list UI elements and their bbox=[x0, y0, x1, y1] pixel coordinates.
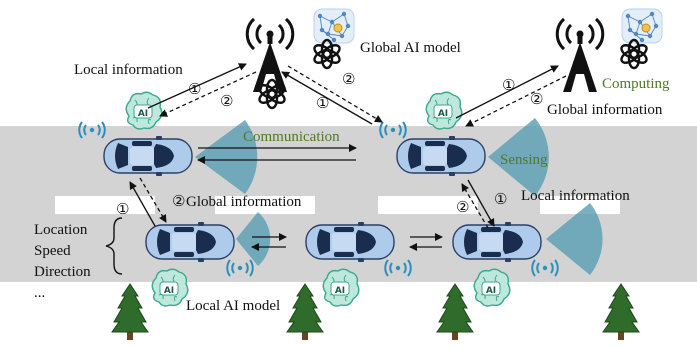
ai-badge: AI bbox=[486, 286, 496, 296]
ai-badge: AI bbox=[164, 286, 174, 296]
labels: Global AI model Local information Commun… bbox=[34, 40, 670, 314]
step-two-marker: ② bbox=[342, 70, 355, 88]
car-icon bbox=[305, 221, 395, 263]
attribute-speed: Speed bbox=[34, 243, 71, 259]
cell-tower-icon bbox=[555, 17, 605, 94]
global-information-label: Global information bbox=[186, 194, 302, 210]
step-one-marker: ① bbox=[502, 76, 515, 94]
pine-tree-icon bbox=[286, 283, 324, 341]
car-icon bbox=[145, 221, 235, 263]
neural-network-icon bbox=[313, 8, 355, 44]
pine-tree-icon bbox=[111, 283, 149, 341]
attribute-location: Location bbox=[34, 222, 88, 238]
lane-markings bbox=[55, 196, 620, 214]
step-two-marker: ② bbox=[530, 90, 543, 108]
communication-arrows bbox=[197, 144, 443, 251]
sensing-label: Sensing bbox=[500, 152, 548, 168]
openai-knot-icon bbox=[311, 38, 343, 70]
communication-label: Communication bbox=[243, 129, 340, 145]
uplink-arrows bbox=[147, 63, 567, 127]
pine-tree-icon bbox=[602, 283, 640, 341]
car-icon bbox=[103, 135, 193, 177]
v2v-vertical-arrows bbox=[129, 177, 495, 229]
step-two-marker: ② bbox=[220, 92, 233, 110]
global-information-label: Global information bbox=[547, 102, 663, 118]
car-icon bbox=[452, 221, 542, 263]
step-one-marker: ① bbox=[188, 80, 201, 98]
global-ai-model-label: Global AI model bbox=[360, 40, 461, 56]
step-one-marker: ① bbox=[116, 200, 129, 218]
ai-badge: AI bbox=[335, 286, 345, 296]
openai-knot-icon bbox=[618, 38, 650, 70]
computing-label: Computing bbox=[602, 76, 670, 92]
step-two-marker: ② bbox=[172, 192, 185, 210]
attribute-direction: Direction bbox=[34, 264, 91, 280]
local-information-label: Local information bbox=[74, 62, 183, 78]
attribute-ellipsis: ... bbox=[34, 285, 45, 301]
neural-network-icon bbox=[621, 8, 663, 44]
local-information-label: Local information bbox=[521, 188, 630, 204]
car-icon bbox=[396, 135, 486, 177]
pine-tree-icon bbox=[436, 283, 474, 341]
ai-badge-labels: AI AI AI AI AI bbox=[138, 109, 496, 296]
local-ai-model-label: Local AI model bbox=[186, 298, 280, 314]
step-two-marker: ② bbox=[456, 198, 469, 216]
step-markers: ① ② ② ① ① ② ① ② ② ① bbox=[116, 70, 543, 218]
ai-badge: AI bbox=[438, 109, 448, 119]
ai-badge: AI bbox=[138, 109, 148, 119]
step-one-marker: ① bbox=[316, 94, 329, 112]
step-one-marker: ① bbox=[494, 190, 507, 208]
sensing-beams bbox=[195, 118, 603, 275]
attribute-brace bbox=[105, 217, 123, 275]
